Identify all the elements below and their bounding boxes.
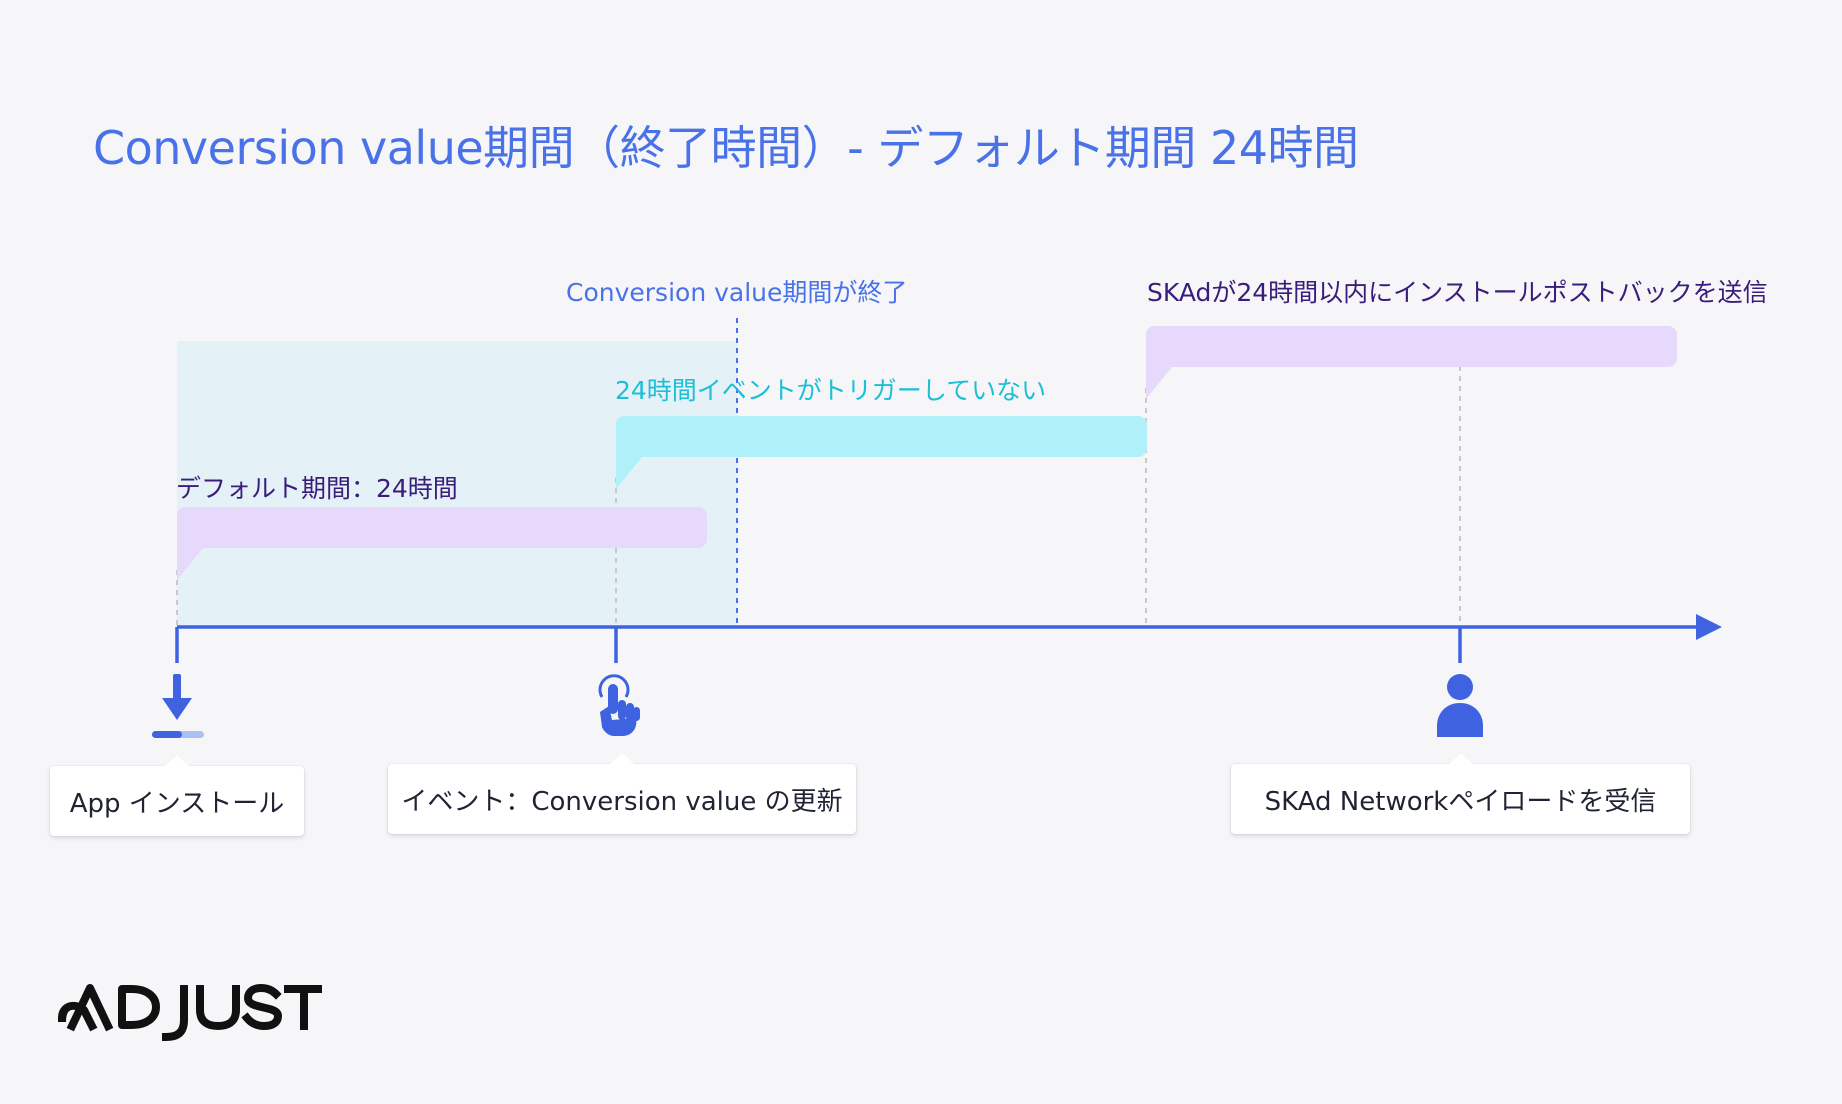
default-period-bar: [177, 507, 707, 580]
skad-postback-label: SKAdが24時間以内にインストールポストバックを送信: [1147, 278, 1768, 307]
download-icon: [152, 674, 204, 738]
postback-bar: [1146, 326, 1677, 399]
page-title: Conversion value期間（終了時間）- デフォルト期間 24時間: [93, 121, 1359, 175]
conversion-period-area: [177, 341, 737, 627]
skad-payload-callout: SKAd Networkペイロードを受信: [1231, 753, 1690, 834]
no-event-bar: [616, 416, 1147, 489]
default-period-label: デフォルト期間：24時間: [176, 474, 458, 503]
no-event-label: 24時間イベントがトリガーしていない: [615, 376, 1047, 405]
conversion-update-callout: イベント：Conversion value の更新: [388, 753, 856, 834]
tap-hand-icon: [598, 674, 640, 736]
user-icon: [1437, 674, 1483, 737]
timeline-arrowhead: [1696, 614, 1722, 640]
adjust-logo: [58, 984, 322, 1042]
conversion-end-label: Conversion value期間が終了: [566, 278, 908, 307]
app-install-callout: App インストール: [50, 755, 304, 836]
